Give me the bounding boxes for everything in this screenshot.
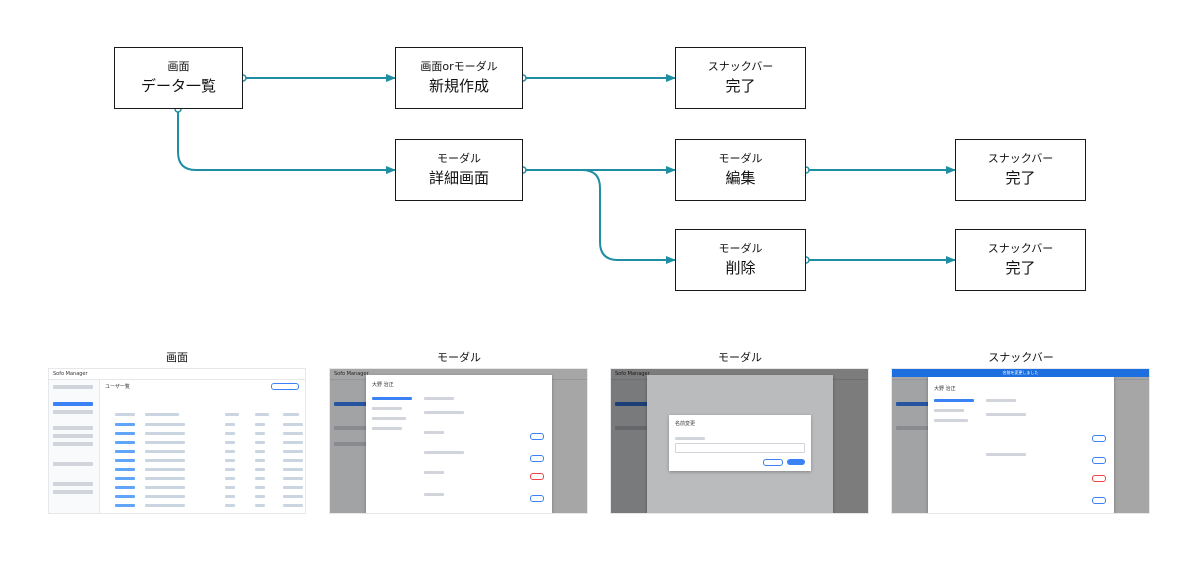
connector-detail-to-delete [523,169,676,264]
thumbnail-detail-modal: Sofo Manager 大野 治正 [329,368,588,514]
node-type-label: 画面 [167,60,190,73]
thumbnail-header: 大野 治正 [372,382,394,388]
node-edit-snackbar: スナックバー 完了 [955,139,1086,201]
thumbnail-header: ユーザ一覧 [105,384,130,390]
thumbnail-brand: Sofo Manager [334,371,369,377]
snackbar-message: 名前を変更しました [1002,370,1039,375]
node-type-label: スナックバー [987,152,1054,165]
node-detail-modal: モーダル 詳細画面 [395,139,523,201]
node-type-label: スナックバー [987,242,1054,255]
node-title: 詳細画面 [428,169,489,187]
node-title: データ一覧 [140,77,216,95]
node-delete-snackbar: スナックバー 完了 [955,229,1086,291]
thumbnail-snackbar: 大野 治正 名前を変更しました [891,368,1150,514]
node-edit-modal: モーダル 編集 [675,139,806,201]
thumbnail-brand: Sofo Manager [615,371,650,377]
node-type-label: 画面orモーダル [420,60,498,73]
thumbnail-label-modal: モーダル [437,351,481,364]
node-type-label: スナックバー [707,60,774,73]
thumbnail-brand: Sofo Manager [53,371,88,377]
node-title: 完了 [725,77,756,95]
node-type-label: モーダル [718,152,763,165]
node-type-label: モーダル [718,242,763,255]
thumbnail-label-snackbar: スナックバー [988,351,1054,364]
thumbnail-edit-modal: Sofo Manager 名前変更 [610,368,869,514]
node-create: 画面orモーダル 新規作成 [395,47,523,109]
thumbnail-list-screen: Sofo Manager ユーザ一覧 [48,368,306,514]
thumbnail-label-screen: 画面 [166,351,188,364]
node-title: 新規作成 [428,77,489,95]
thumbnail-label-modal: モーダル [718,351,762,364]
node-title: 編集 [725,169,756,187]
thumbnail-header: 大野 治正 [934,386,956,392]
node-type-label: モーダル [437,152,481,165]
node-data-list-screen: 画面 データ一覧 [114,47,243,109]
node-title: 完了 [1005,259,1036,277]
node-create-snackbar: スナックバー 完了 [675,47,806,109]
snackbar: 名前を変更しました [892,369,1149,377]
node-title: 完了 [1005,169,1036,187]
node-delete-modal: モーダル 削除 [675,229,806,291]
node-title: 削除 [725,259,756,277]
thumbnail-header: 名前変更 [675,421,696,427]
connector-list-to-detail [177,109,396,174]
